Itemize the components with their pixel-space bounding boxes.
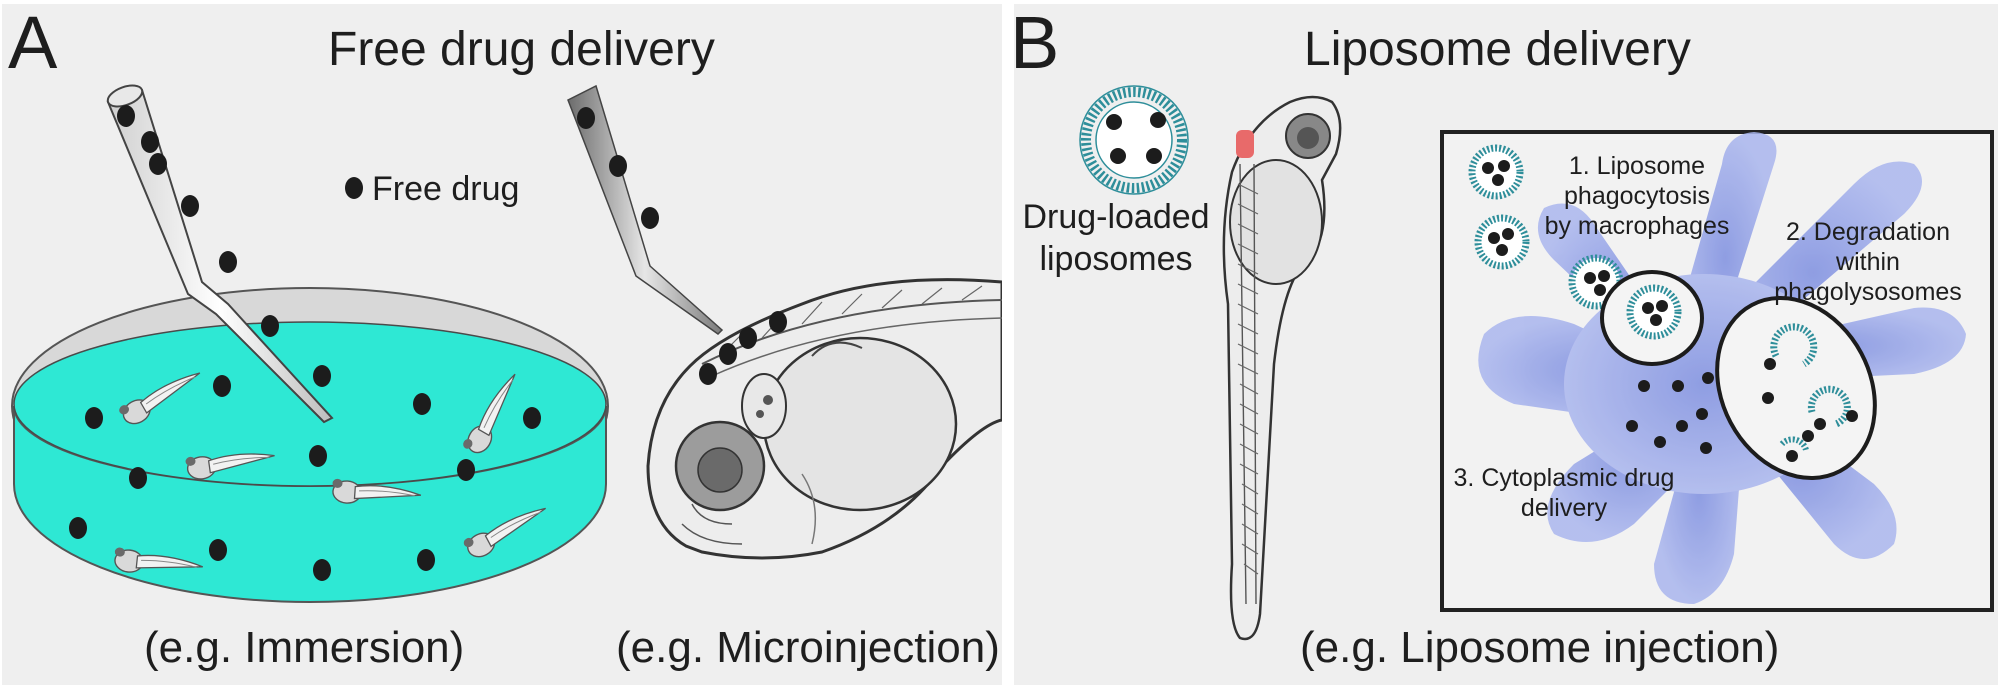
step2-line1: 2. Degradation	[1785, 218, 1950, 246]
liposome-label-line1: Drug-loaded	[1022, 198, 1210, 236]
pipette	[106, 84, 334, 424]
drug-loaded-liposome	[1079, 85, 1189, 195]
drug-particle	[313, 365, 331, 387]
drug-particles	[69, 105, 787, 581]
drug-particle	[769, 311, 787, 333]
step1-line3: by macrophages	[1544, 212, 1730, 240]
cytoplasmic-drug-particles	[1626, 372, 1714, 454]
phagolysosome	[1715, 296, 1877, 480]
microinjection-needle	[567, 84, 724, 335]
step3-line2: delivery	[1520, 494, 1608, 522]
panel-b-title: Liposome delivery	[1304, 23, 1691, 76]
drug-particle	[417, 549, 435, 571]
petri-dish	[11, 287, 609, 603]
drug-particle	[117, 105, 135, 127]
drug-particle	[313, 559, 331, 581]
drug-particle	[609, 155, 627, 177]
liposome-small	[1468, 144, 1524, 200]
caption-liposome-injection: (e.g. Liposome injection)	[1300, 623, 1780, 672]
drug-particle	[181, 195, 199, 217]
panel-a: A Free drug delivery Free drug (e.g. Imm…	[2, 4, 1002, 685]
drug-particle	[149, 153, 167, 175]
liposome-small	[1474, 214, 1530, 270]
panel-b-illustration	[1079, 85, 1994, 641]
free-drug-legend-label: Free drug	[372, 170, 520, 208]
drug-particle	[69, 517, 87, 539]
step2-line3: phagolysosomes	[1774, 278, 1962, 306]
drug-particle	[699, 363, 717, 385]
drug-particle	[577, 107, 595, 129]
panel-a-illustration	[11, 84, 1002, 603]
zebrafish-embryo-drawing	[1222, 95, 1342, 641]
panel-letter-b: B	[1010, 1, 1060, 84]
macrophage-inset	[1440, 130, 1994, 612]
drug-particle	[209, 539, 227, 561]
step2-line2: within	[1836, 248, 1900, 276]
drug-particle	[719, 343, 737, 365]
drug-particle	[523, 407, 541, 429]
drug-particle	[213, 375, 231, 397]
drug-particle	[739, 327, 757, 349]
phagosome	[1600, 270, 1704, 366]
drug-particle	[261, 315, 279, 337]
drug-particle	[641, 207, 659, 229]
drug-particle	[85, 407, 103, 429]
drug-particle	[141, 131, 159, 153]
caption-immersion: (e.g. Immersion)	[144, 623, 465, 672]
injection-site-marker	[1236, 130, 1254, 158]
drug-particle	[309, 445, 327, 467]
panel-b: B Liposome delivery Drug-loaded liposome…	[1010, 4, 1998, 685]
free-drug-legend-icon	[345, 177, 363, 199]
drug-particle	[413, 393, 431, 415]
drug-particle	[457, 459, 475, 481]
drug-particle	[129, 467, 147, 489]
step3-line1: 3. Cytoplasmic drug	[1453, 464, 1675, 492]
zebrafish-head-drawing	[646, 278, 1002, 560]
liposome-label-line2: liposomes	[1039, 240, 1193, 278]
step1-line1: 1. Liposome	[1568, 152, 1706, 180]
drug-particle	[219, 251, 237, 273]
panel-letter-a: A	[8, 1, 58, 84]
step1-line2: phagocytosis	[1564, 182, 1710, 210]
caption-microinjection: (e.g. Microinjection)	[616, 623, 1000, 672]
panel-a-title: Free drug delivery	[328, 23, 715, 76]
